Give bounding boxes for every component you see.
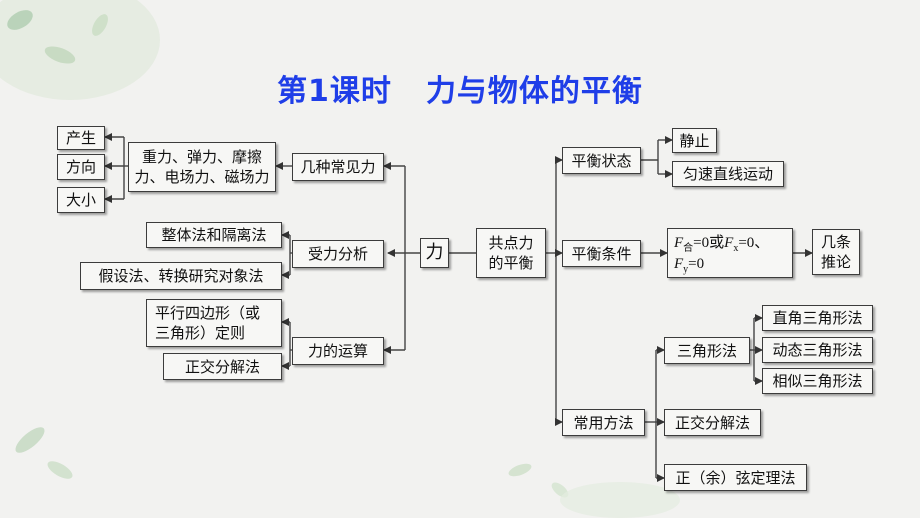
inference-box: 几条 推论 bbox=[812, 229, 860, 275]
fy-subscript: y bbox=[683, 264, 689, 275]
state-uniform-motion-box: 匀速直线运动 bbox=[672, 161, 784, 187]
orthogonal-decomposition-box-left: 正交分解法 bbox=[163, 353, 282, 380]
parallelogram-rule-box: 平行四边形（或 三角形）定则 bbox=[146, 299, 282, 347]
formula-eq0: =0或 bbox=[693, 235, 725, 251]
force-center-box: 力 bbox=[420, 238, 449, 268]
common-forces-list-box: 重力、弹力、摩擦 力、电场力、磁场力 bbox=[128, 142, 276, 192]
equilibrium-condition-box: 平衡条件 bbox=[562, 240, 641, 267]
attribute-direction-box: 方向 bbox=[57, 154, 105, 180]
page-title: 第1课时力与物体的平衡 bbox=[0, 66, 920, 110]
assumption-method-box: 假设法、转换研究对象法 bbox=[80, 262, 282, 290]
equilibrium-state-box: 平衡状态 bbox=[562, 147, 641, 174]
fy-symbol: F bbox=[674, 256, 684, 272]
title-topic: 力与物体的平衡 bbox=[425, 74, 643, 109]
force-operation-box: 力的运算 bbox=[292, 337, 384, 365]
attribute-origin-box: 产生 bbox=[57, 126, 105, 150]
similar-triangle-method-box: 相似三角形法 bbox=[762, 368, 873, 394]
f-sum-symbol: F bbox=[674, 235, 684, 251]
condition-formula-box bbox=[667, 228, 793, 278]
orthogonal-decomposition-box-right: 正交分解法 bbox=[664, 409, 761, 436]
title-lesson: 第1课时 bbox=[277, 74, 392, 109]
f-sum-subscript: 合 bbox=[683, 243, 694, 254]
whole-isolation-method-box: 整体法和隔离法 bbox=[146, 222, 282, 248]
fx-subscript: x bbox=[733, 243, 739, 254]
dynamic-triangle-method-box: 动态三角形法 bbox=[762, 337, 873, 363]
formula-eq2: =0 bbox=[688, 256, 705, 272]
formula-line-2: Fy=0 bbox=[674, 256, 704, 275]
fx-symbol: F bbox=[724, 235, 734, 251]
state-static-box: 静止 bbox=[672, 128, 717, 153]
triangle-method-box: 三角形法 bbox=[664, 337, 750, 364]
sine-cosine-method-box: 正（余）弦定理法 bbox=[664, 464, 807, 491]
force-analysis-box: 受力分析 bbox=[292, 240, 384, 268]
attribute-magnitude-box: 大小 bbox=[57, 187, 105, 213]
formula-line-1: F合=0或Fx=0、 bbox=[674, 231, 769, 254]
common-methods-box: 常用方法 bbox=[562, 409, 645, 436]
right-triangle-method-box: 直角三角形法 bbox=[762, 305, 873, 331]
common-forces-box: 几种常见力 bbox=[292, 153, 384, 181]
equilibrium-box: 共点力 的平衡 bbox=[476, 228, 546, 278]
formula-eq1: =0、 bbox=[738, 235, 770, 251]
